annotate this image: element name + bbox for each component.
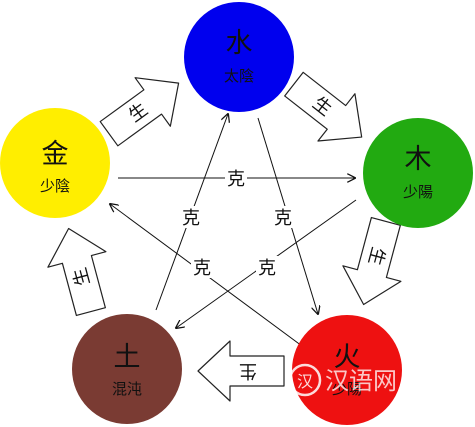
generate-arrow-water-wood: 生 bbox=[284, 71, 363, 142]
generate-arrow-metal-water: 生 bbox=[99, 77, 180, 147]
element-wood-circle bbox=[363, 118, 473, 228]
generate-arrow-fire-earth: 生 bbox=[197, 340, 285, 402]
watermark-text: 汉语网 bbox=[325, 367, 397, 395]
element-earth: 土 混沌 bbox=[72, 314, 182, 424]
controlling-labels: 克 克 克 克 克 bbox=[180, 167, 294, 279]
generate-label-fire-earth: 生 bbox=[239, 360, 257, 381]
element-water-sub: 太陰 bbox=[224, 67, 254, 85]
element-water-name: 水 bbox=[226, 28, 253, 59]
generate-arrow-earth-metal: 生 bbox=[47, 227, 107, 317]
watermark-logo-icon: 汉 bbox=[288, 363, 322, 397]
element-fire-circle bbox=[292, 315, 402, 425]
generate-label-earth-metal: 生 bbox=[70, 265, 95, 288]
generate-arrow-wood-fire: 生 bbox=[342, 216, 402, 306]
element-water: 水 太陰 bbox=[184, 2, 294, 112]
element-metal-circle bbox=[0, 108, 110, 218]
control-label-wood-earth: 克 bbox=[258, 258, 276, 279]
control-label-water-fire: 克 bbox=[274, 208, 292, 229]
element-earth-circle bbox=[72, 314, 182, 424]
element-fire-sub: 少陽 bbox=[332, 380, 362, 398]
element-wood: 木 少陽 bbox=[363, 118, 473, 228]
controlling-lines bbox=[110, 114, 357, 347]
element-metal: 金 少陰 bbox=[0, 108, 110, 218]
watermark-logo-text: 汉 bbox=[297, 372, 313, 391]
generate-label-wood-fire: 生 bbox=[364, 245, 389, 268]
element-wood-name: 木 bbox=[405, 144, 432, 175]
element-fire-name: 火 bbox=[334, 342, 361, 373]
element-metal-name: 金 bbox=[42, 139, 69, 170]
control-label-earth-water: 克 bbox=[182, 208, 200, 229]
element-earth-sub: 混沌 bbox=[112, 380, 142, 398]
control-label-metal-wood: 克 bbox=[227, 169, 245, 190]
generating-arrows: 生 生 生 生 生 bbox=[47, 71, 402, 402]
watermark: 汉 汉语网 bbox=[288, 363, 397, 397]
element-water-circle bbox=[184, 2, 294, 112]
element-metal-sub: 少陰 bbox=[40, 177, 70, 195]
element-fire: 火 少陽 bbox=[292, 315, 402, 425]
element-earth-name: 土 bbox=[114, 342, 141, 373]
control-label-fire-metal: 克 bbox=[193, 258, 211, 279]
element-wood-sub: 少陽 bbox=[403, 183, 433, 201]
